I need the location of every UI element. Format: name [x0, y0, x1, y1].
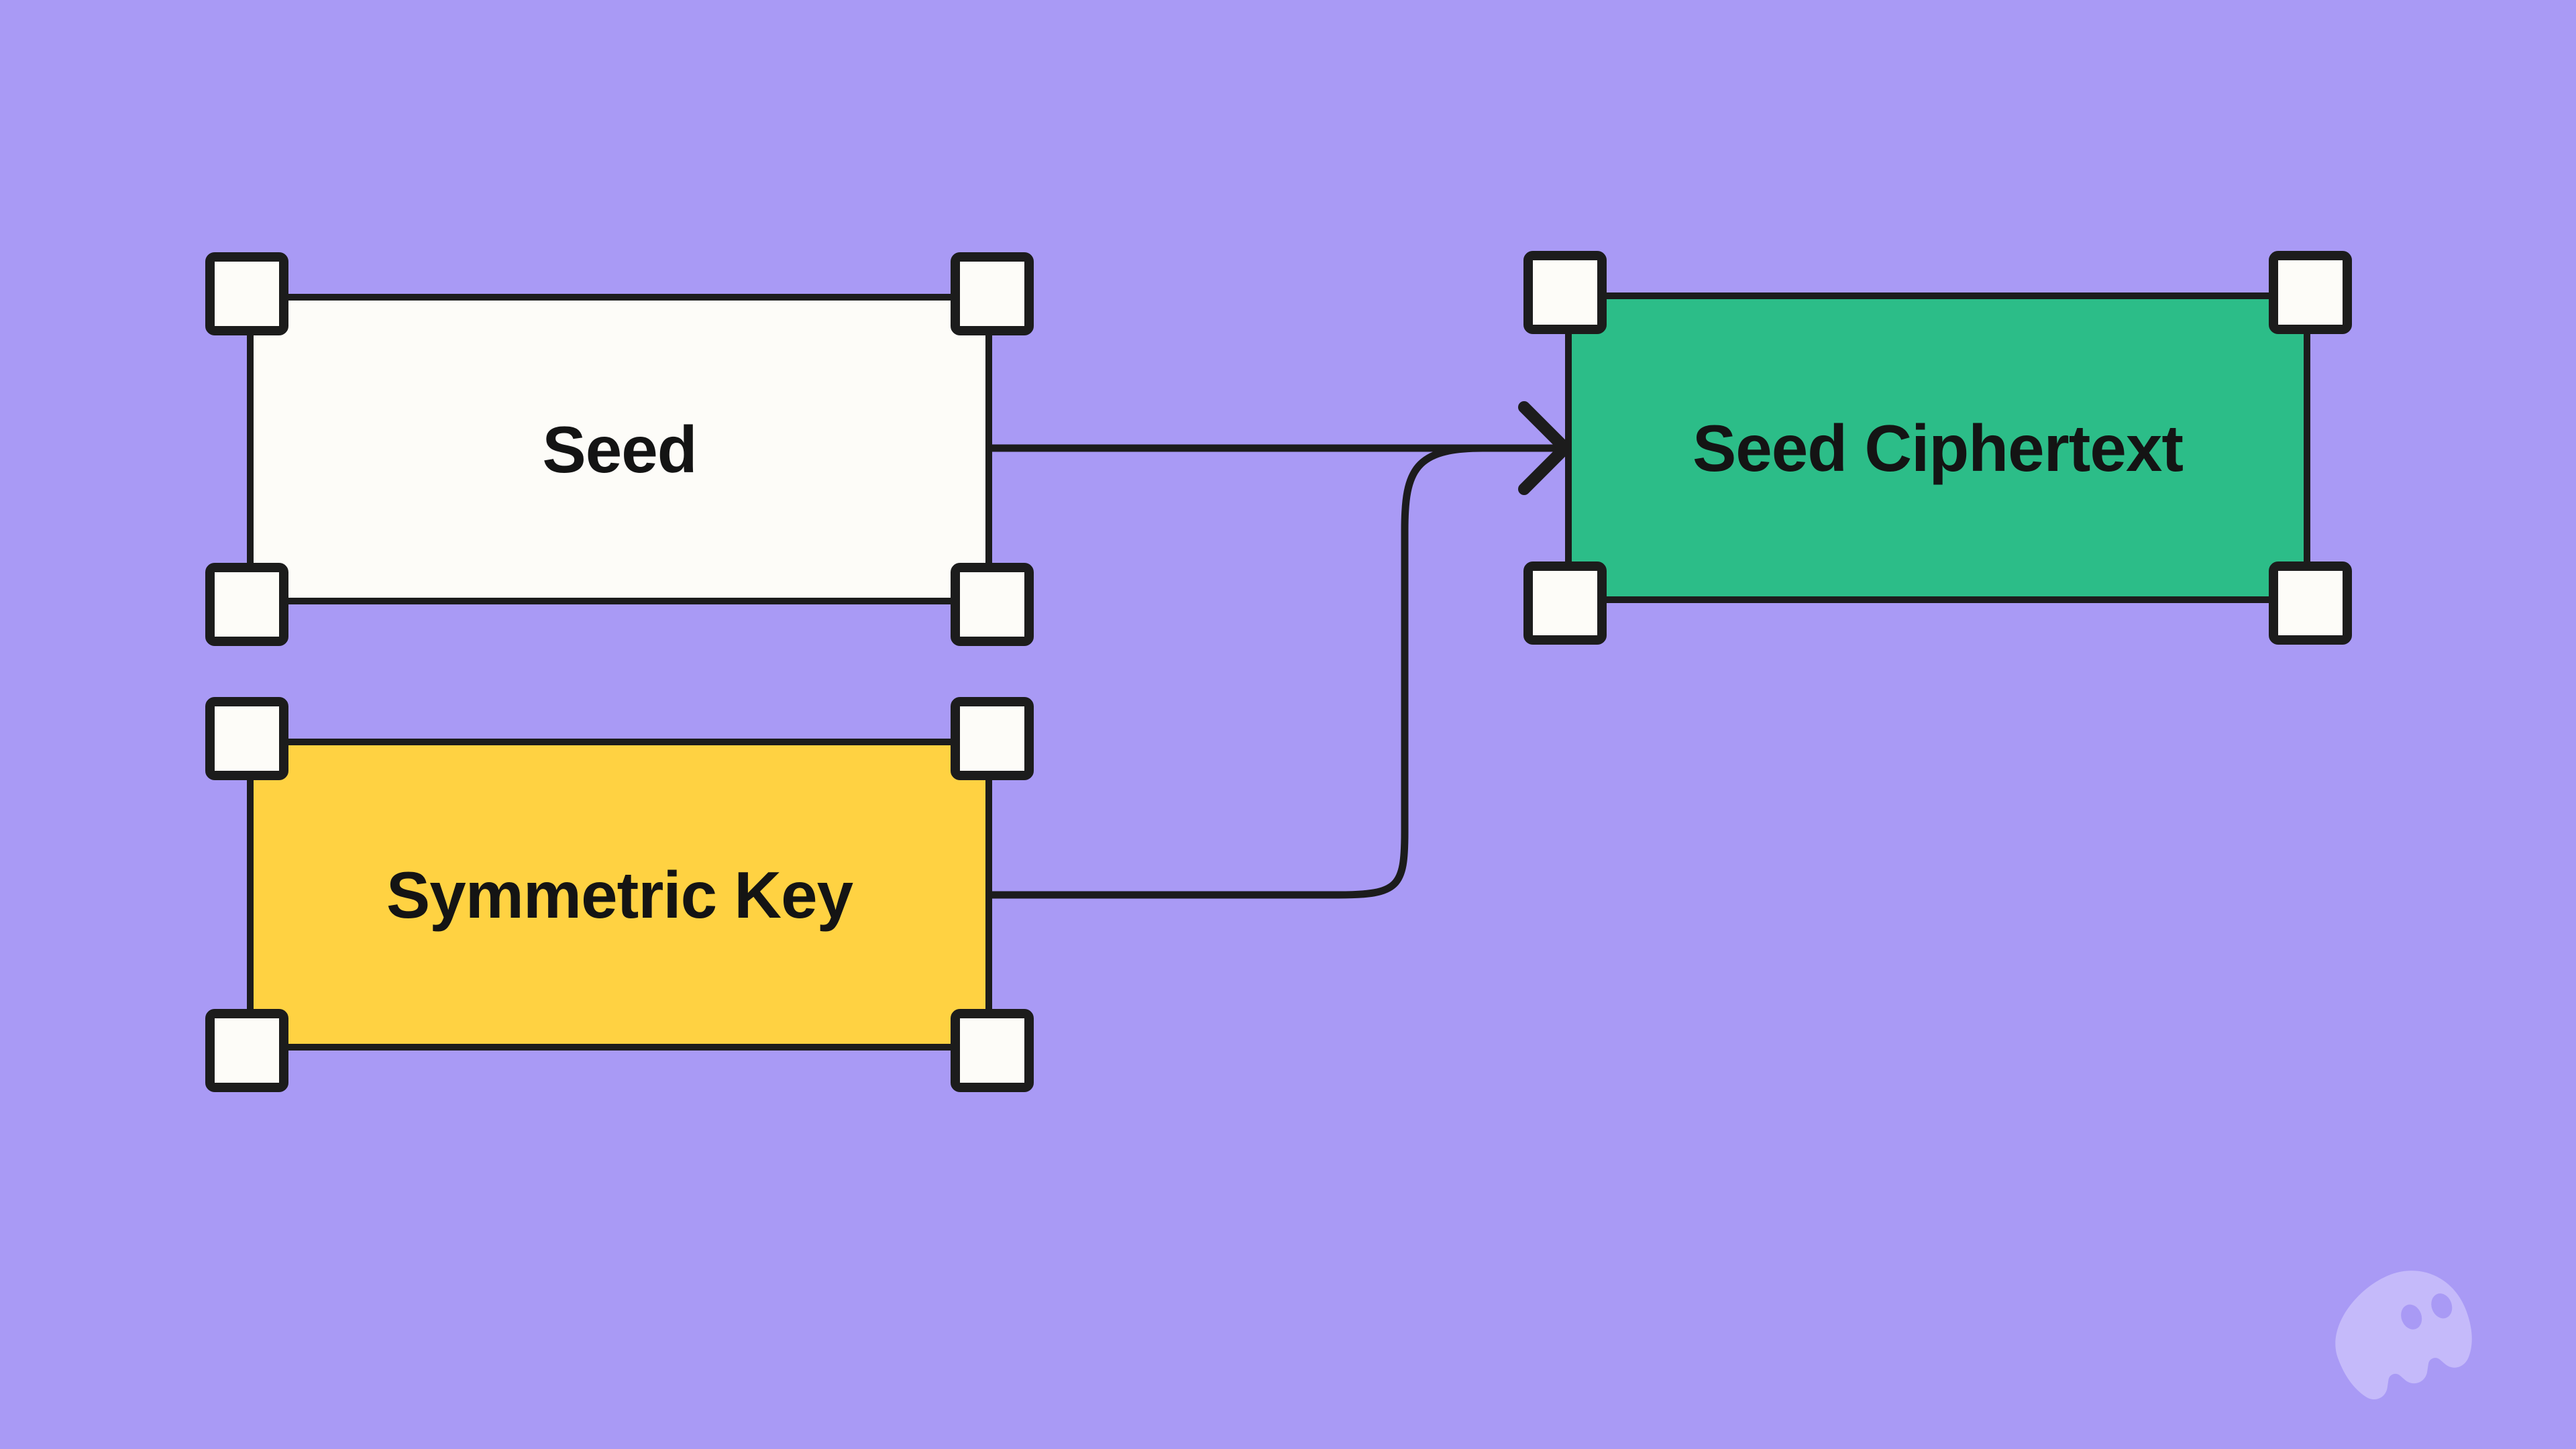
handle-seed-ciphertext-top-left[interactable] [1523, 251, 1607, 334]
ghost-eye-right [2431, 1293, 2453, 1319]
handle-seed-bottom-right[interactable] [951, 563, 1034, 646]
handle-symmetric-key-top-left[interactable] [205, 697, 288, 780]
handle-seed-ciphertext-bottom-left[interactable] [1523, 561, 1607, 645]
handle-symmetric-key-bottom-left[interactable] [205, 1009, 288, 1092]
ghost-icon [2335, 1271, 2472, 1399]
node-symmetric-key[interactable]: Symmetric Key [247, 739, 992, 1051]
handle-seed-ciphertext-top-right[interactable] [2269, 251, 2352, 334]
node-seed[interactable]: Seed [247, 294, 992, 604]
handle-symmetric-key-bottom-right[interactable] [951, 1009, 1034, 1092]
handle-seed-top-left[interactable] [205, 252, 288, 335]
handle-seed-ciphertext-bottom-right[interactable] [2269, 561, 2352, 645]
ghost-eye-left [2401, 1304, 2422, 1330]
connector-key-to-ciphertext[interactable] [988, 444, 1565, 899]
node-seed-ciphertext[interactable]: Seed Ciphertext [1565, 292, 2310, 603]
handle-symmetric-key-top-right[interactable] [951, 697, 1034, 780]
handle-seed-bottom-left[interactable] [205, 563, 288, 646]
node-seed-label: Seed [542, 412, 697, 486]
node-symmetric-key-label: Symmetric Key [386, 857, 853, 932]
node-seed-ciphertext-label: Seed Ciphertext [1692, 411, 2184, 485]
handle-seed-top-right[interactable] [951, 252, 1034, 335]
